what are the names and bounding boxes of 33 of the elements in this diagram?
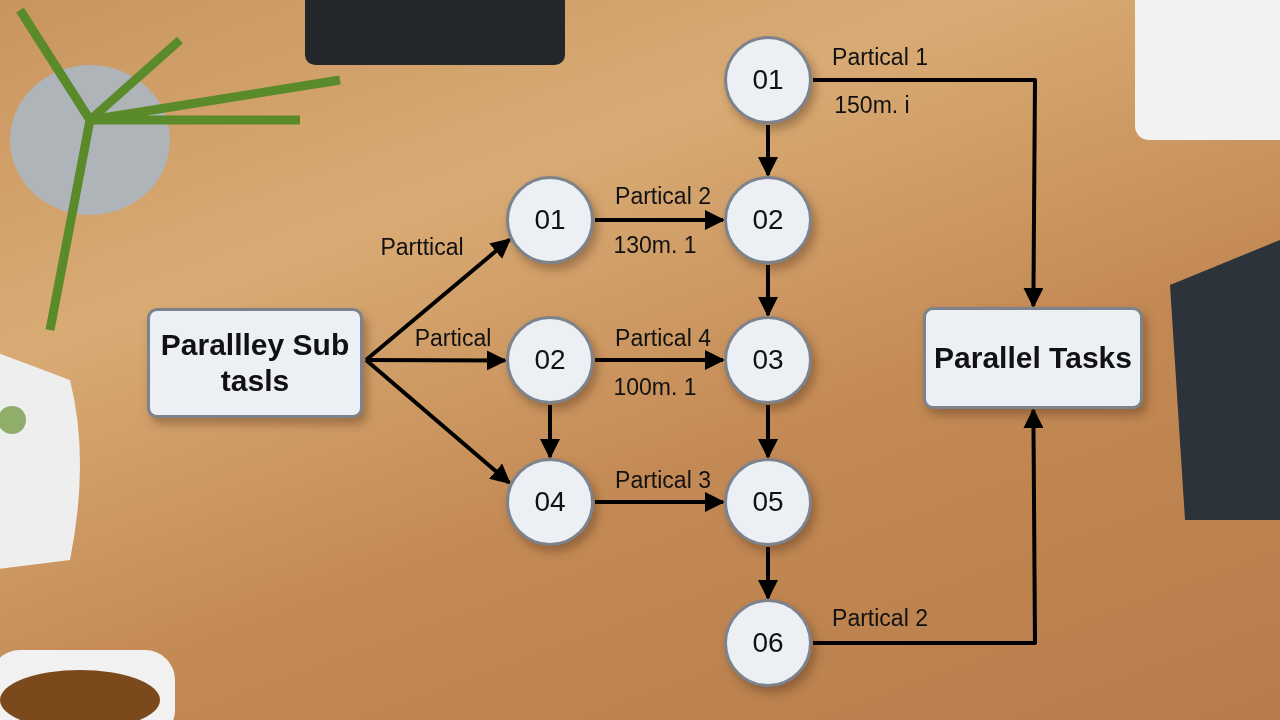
step-circle: 01 (506, 176, 594, 264)
arrow (813, 78, 1044, 308)
step-circle: 04 (506, 458, 594, 546)
duration-label: 130m. 1 (613, 231, 697, 259)
arrow (758, 405, 778, 459)
arrow (813, 408, 1044, 645)
step-circle: 02 (724, 176, 812, 264)
arrow (364, 238, 512, 362)
step-circle: 06 (724, 599, 812, 687)
edge-label: Parttical (380, 233, 464, 261)
arrow (595, 350, 725, 370)
step-circle: 03 (724, 316, 812, 404)
edge-label: Partical 2 (832, 604, 928, 632)
duration-label: 100m. 1 (613, 373, 697, 401)
arrow (758, 125, 778, 177)
edge-label: Partical (414, 324, 492, 352)
task-box: Parallley Sub tasls (147, 308, 363, 418)
arrow (595, 210, 725, 230)
arrow (758, 547, 778, 600)
arrow (366, 350, 507, 371)
step-circle: 05 (724, 458, 812, 546)
step-circle: 02 (506, 316, 594, 404)
step-circle: 01 (724, 36, 812, 124)
edge-label: Partical 3 (615, 466, 711, 494)
duration-label: 150m. i (834, 91, 910, 119)
arrow (758, 265, 778, 317)
arrow (540, 405, 560, 459)
edge-label: Partical 2 (615, 182, 711, 210)
edge-label: Partical 4 (615, 324, 711, 352)
arrow (364, 358, 511, 485)
edge-label: Partical 1 (832, 43, 928, 71)
arrow (595, 492, 725, 512)
task-box: Parallel Tasks (923, 307, 1143, 409)
